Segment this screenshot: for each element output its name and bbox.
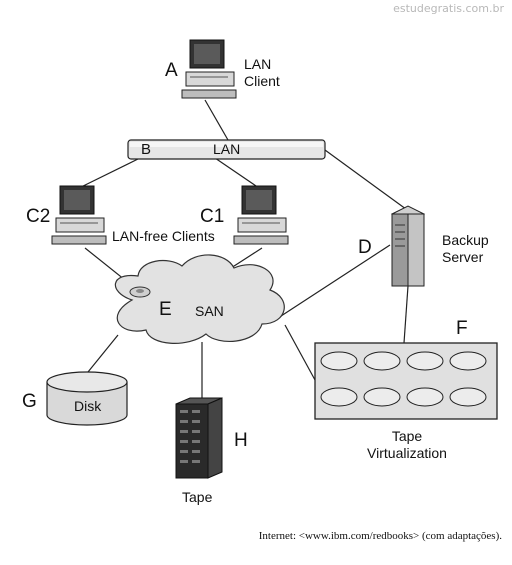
tape-virtualization-box [314,342,498,420]
lan-bar [127,139,326,160]
client-c2-computer-icon [51,185,107,245]
backup-server-letter: D [358,237,372,258]
tape-virtualization-label-line2: Virtualization [367,445,447,461]
line-lan-to-backup-server [324,149,411,213]
backup-server-label-line1: Backup [442,232,489,248]
san-cloud [114,254,285,344]
disk-letter: G [22,391,37,412]
backup-server-label-line2: Server [442,249,484,265]
lan-free-clients-label: LAN-free Clients [112,228,215,244]
line-client-a-to-lan [204,99,229,141]
client-c2-letter: C2 [26,206,51,227]
line-san-to-tape-virtualization [284,324,316,381]
tape-virtualization-letter: F [456,318,468,339]
san-label: SAN [195,303,224,319]
client-c1-computer-icon [233,185,289,245]
lan-letter: B [141,141,152,158]
tape-label: Tape [182,489,213,505]
connection-lines [74,99,411,398]
tape-library-icon [175,397,223,479]
san-letter: E [159,299,172,320]
client-c1-letter: C1 [200,206,225,227]
line-lan-to-c2 [74,157,141,191]
tape-letter: H [234,430,248,451]
lan-client-label-line1: LAN [244,56,272,72]
source-caption: Internet: <www.ibm.com/redbooks> (com ad… [258,530,502,542]
client-a-letter: A [165,60,178,81]
lan-label: LAN [213,141,241,157]
line-backup-server-to-tape-virtualization [403,285,409,344]
client-a-computer-icon [181,39,237,99]
line-san-to-disk [87,334,119,373]
disk-label: Disk [74,398,102,414]
watermark: estudegratis.com.br [393,2,504,15]
line-backup-server-to-san [277,244,391,319]
lan-client-label-line2: Client [244,73,280,89]
disk-cylinder-icon [46,371,128,426]
line-lan-to-c1 [214,157,263,191]
backup-server-icon [390,205,426,287]
tape-virtualization-label-line1: Tape [391,428,423,444]
